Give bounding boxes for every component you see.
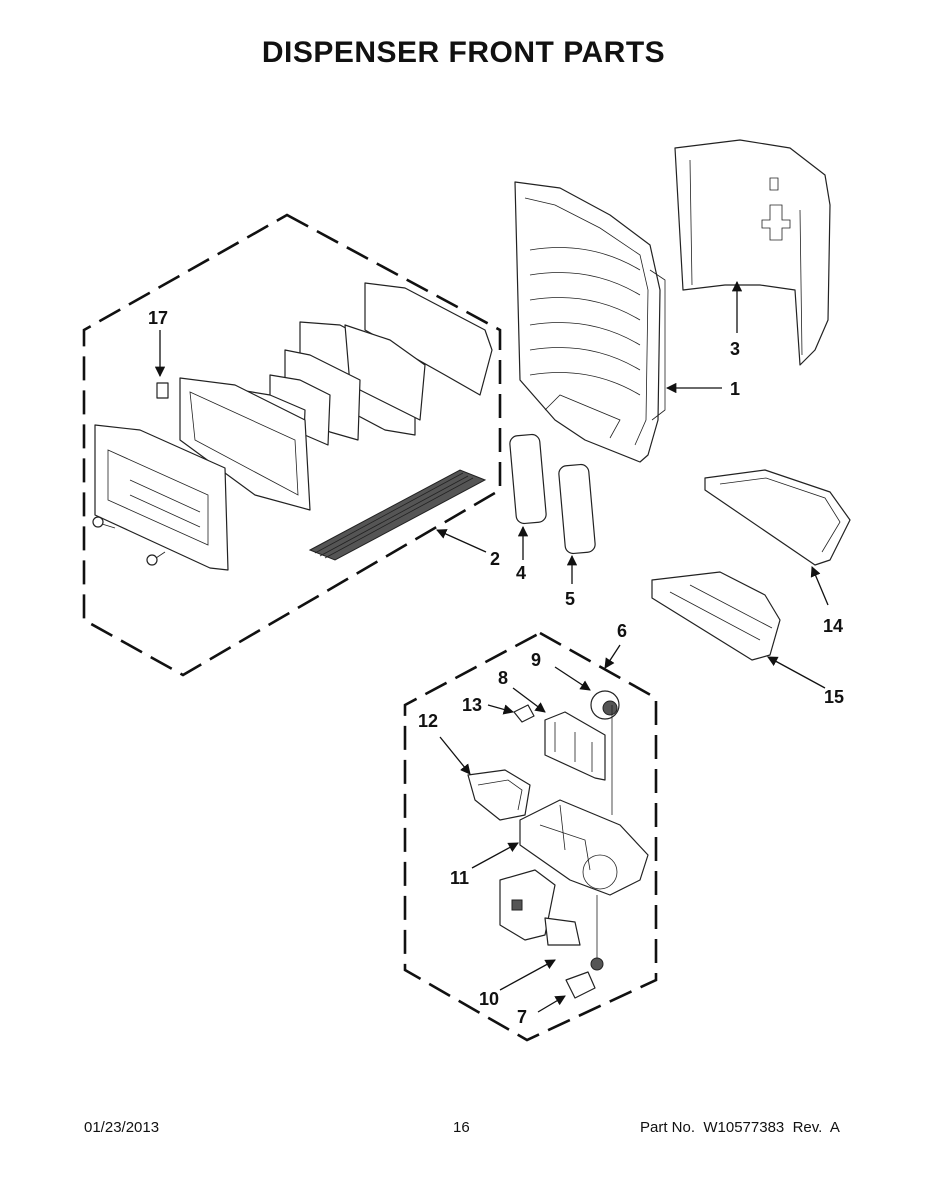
control-board-assembly-part-2 [92,282,493,571]
callout-9: 9 [531,650,541,670]
callout-10: 10 [479,989,499,1009]
dispenser-body-part-6 [519,705,649,896]
pad-part-5 [558,463,596,555]
page-title: DISPENSER FRONT PARTS [261,36,666,69]
callout-14: 14 [823,616,843,636]
footer-date: 01/23/2013 [84,1119,160,1136]
clip-part-13 [513,704,535,723]
callout-6: 6 [617,621,627,641]
callout-11: 11 [450,868,469,888]
footer-page-number: 16 [453,1119,470,1136]
bracket-part-8 [544,711,606,781]
callout-13: 13 [462,695,482,715]
callout-3: 3 [730,339,740,359]
leader-lines [154,280,829,1013]
knob-part-9 [590,690,620,720]
lever-part-10 [499,869,581,946]
callout-8: 8 [498,668,508,688]
callout-17: 17 [148,308,168,328]
callout-7: 7 [517,1007,527,1027]
chute-door-part-12 [467,769,531,821]
fitting-part-7 [565,895,604,999]
screw-icon [92,516,116,529]
footer-part-number: Part No. W10577383 Rev. A [640,1119,840,1136]
dispenser-assembly-group-outline [403,631,658,1042]
tray-part-14 [704,469,851,566]
pad-part-4 [509,433,547,525]
callout-labels: 1 2 3 4 5 6 7 8 9 10 11 12 13 14 15 17 [148,308,844,1027]
dispenser-housing-part-1 [514,181,666,463]
callout-2: 2 [490,549,500,569]
rear-cover-part-3 [674,139,831,366]
screw-icon [146,551,166,566]
callout-1: 1 [730,379,740,399]
callout-12: 12 [418,711,438,731]
control-assembly-group-outline [82,213,502,677]
callout-4: 4 [516,563,526,583]
tray-base-part-15 [651,571,781,661]
callout-15: 15 [824,687,844,707]
callout-5: 5 [565,589,575,609]
